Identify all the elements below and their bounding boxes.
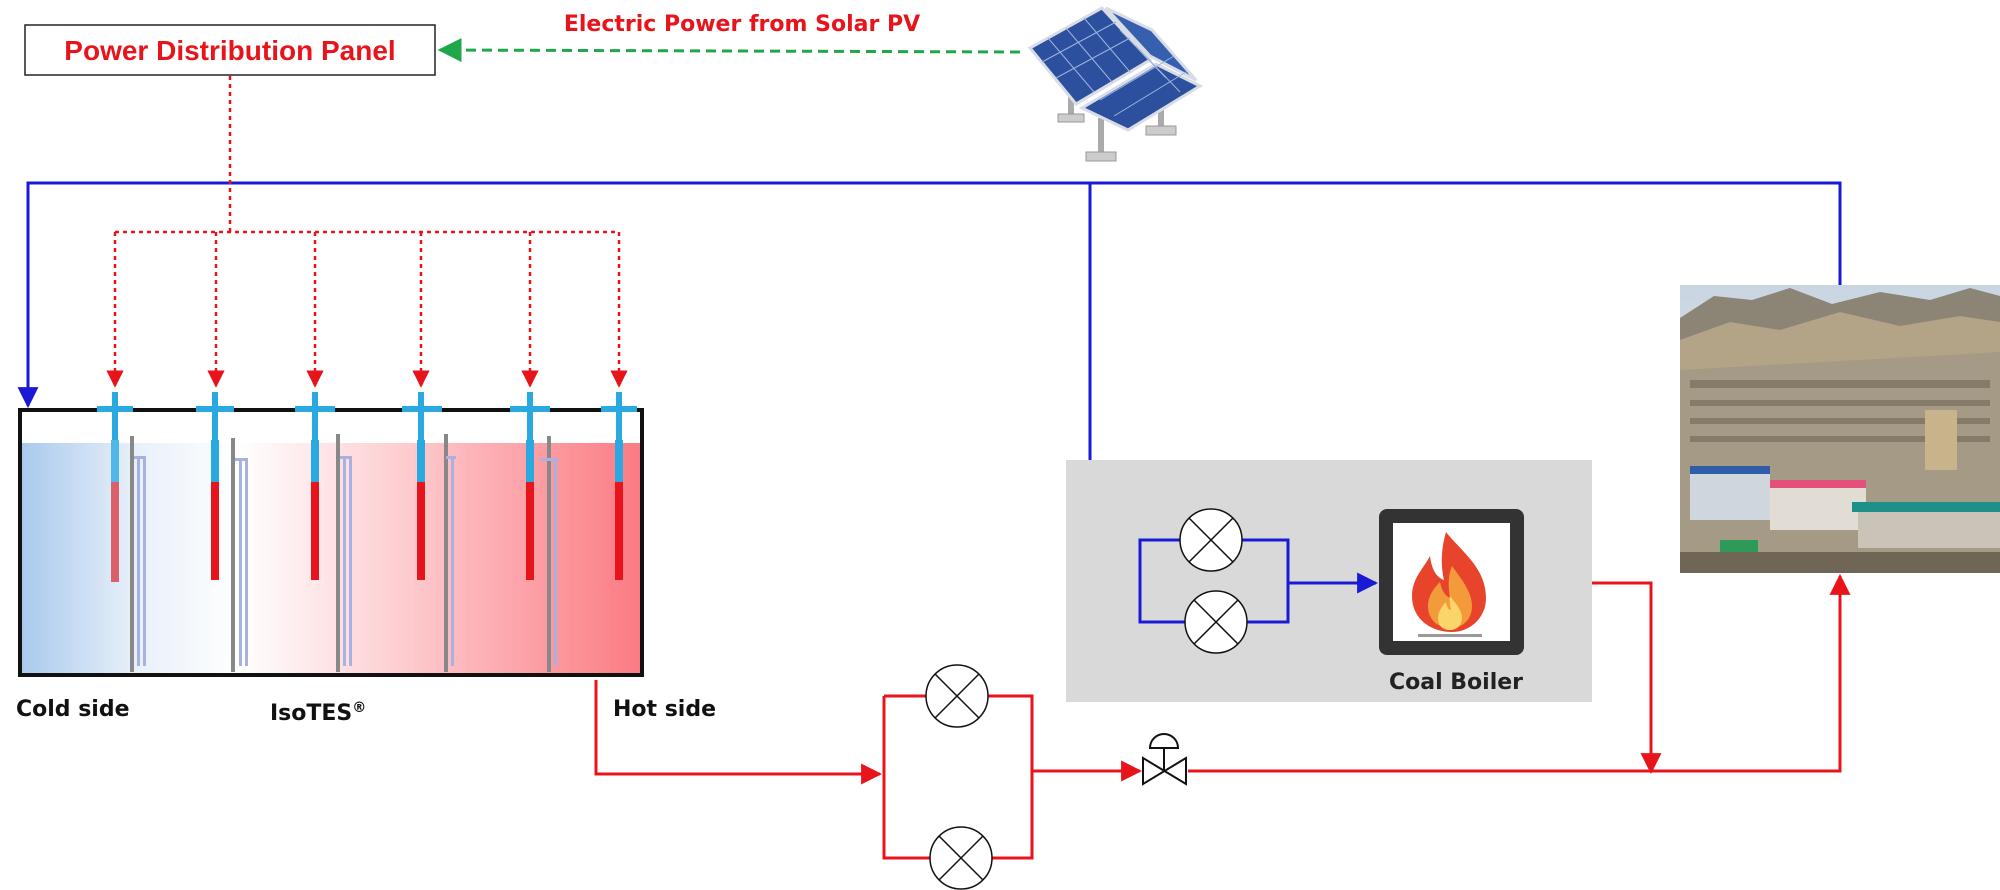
heater-2 [196, 392, 248, 672]
valve-icon [1142, 733, 1187, 786]
isotes-tank [18, 408, 644, 677]
pump-icon [1184, 590, 1248, 654]
hot-side-label: Hot side [613, 697, 716, 722]
coal-boiler-station: Coal Boiler [1066, 460, 1592, 702]
pump-icon [925, 664, 989, 728]
heater-power-feed [106, 76, 628, 388]
solar-power-link [437, 38, 1021, 63]
flame-icon [1412, 532, 1486, 637]
city-photo [1680, 285, 2000, 573]
heater-3 [295, 392, 352, 672]
coal-boiler [1379, 509, 1524, 655]
power-distribution-panel: Power Distribution Panel [24, 24, 436, 76]
cold-side-label: Cold side [16, 697, 130, 722]
pump-icon [929, 826, 993, 890]
pump-icon [1179, 508, 1243, 572]
heater-6 [601, 392, 637, 580]
panel-title: Power Distribution Panel [64, 35, 395, 66]
solar-panel-icon [1027, 6, 1204, 162]
heater-4 [402, 392, 456, 672]
heater-5 [510, 392, 558, 672]
coal-boiler-label: Coal Boiler [1389, 670, 1523, 695]
solar-label: Electric Power from Solar PV [564, 12, 920, 37]
isotes-label: IsoTES® [270, 700, 366, 726]
heater-1 [97, 392, 146, 672]
